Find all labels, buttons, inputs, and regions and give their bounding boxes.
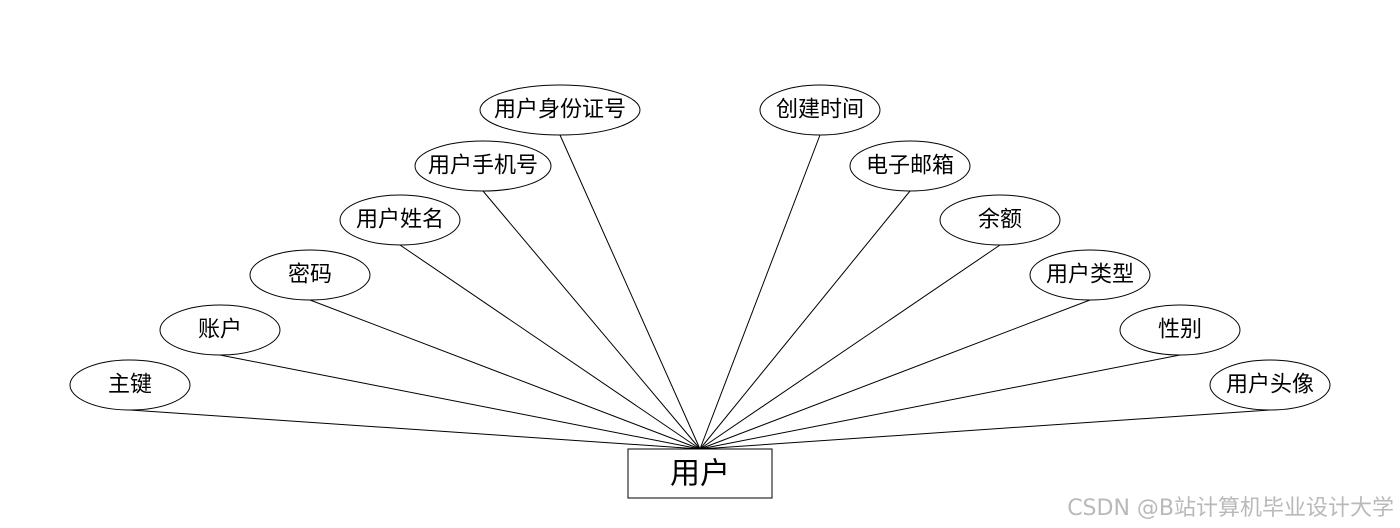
connector-gender bbox=[699, 354, 1181, 450]
connector-password bbox=[309, 299, 701, 450]
connector-user-id-card bbox=[559, 134, 701, 450]
attribute-balance[interactable]: 余额 bbox=[939, 194, 1061, 246]
connector-primary-key bbox=[129, 409, 701, 450]
connector-account bbox=[219, 354, 701, 450]
attribute-create-time[interactable]: 创建时间 bbox=[759, 84, 881, 136]
attribute-ellipse-user-phone[interactable] bbox=[414, 140, 552, 192]
attribute-label-balance: 余额 bbox=[978, 208, 1022, 233]
attribute-user-avatar[interactable]: 用户头像 bbox=[1209, 359, 1331, 411]
entity-label: 用户 bbox=[670, 457, 730, 492]
attribute-user-name[interactable]: 用户姓名 bbox=[339, 194, 461, 246]
attribute-ellipse-balance[interactable] bbox=[939, 194, 1061, 246]
attribute-ellipse-primary-key[interactable] bbox=[69, 359, 191, 411]
watermark: CSDN @B站计算机毕业设计大学 bbox=[1067, 496, 1394, 521]
attribute-label-email: 电子邮箱 bbox=[866, 154, 954, 179]
attribute-email[interactable]: 电子邮箱 bbox=[849, 140, 971, 192]
entity-user[interactable]: 用户 bbox=[627, 448, 773, 499]
attribute-ellipse-password[interactable] bbox=[249, 249, 371, 301]
attribute-account[interactable]: 账户 bbox=[159, 304, 281, 356]
attribute-label-user-id-card: 用户身份证号 bbox=[494, 98, 626, 123]
attribute-user-phone[interactable]: 用户手机号 bbox=[414, 140, 552, 192]
connector-user-name bbox=[399, 244, 701, 450]
attribute-ellipse-user-id-card[interactable] bbox=[479, 84, 641, 136]
attribute-group: 主键 账户 密码 用户姓名 用户手机号 用户身份证号 创建时间电子邮箱余额用户类型性别用户头… bbox=[69, 84, 1331, 411]
connector-user-avatar bbox=[699, 409, 1271, 450]
attribute-label-user-type: 用户类型 bbox=[1046, 263, 1134, 288]
connector-lines bbox=[129, 134, 1271, 450]
attribute-label-user-avatar: 用户头像 bbox=[1226, 373, 1314, 398]
entity-box[interactable] bbox=[627, 448, 773, 499]
attribute-password[interactable]: 密码 bbox=[249, 249, 371, 301]
attribute-ellipse-user-type[interactable] bbox=[1029, 249, 1151, 301]
connector-create-time bbox=[699, 134, 821, 450]
attribute-primary-key[interactable]: 主键 bbox=[69, 359, 191, 411]
attribute-gender[interactable]: 性别 bbox=[1119, 304, 1241, 356]
attribute-user-id-card[interactable]: 用户身份证号 bbox=[479, 84, 641, 136]
attribute-label-user-phone: 用户手机号 bbox=[428, 154, 538, 179]
attribute-label-gender: 性别 bbox=[1158, 318, 1202, 343]
attribute-label-primary-key: 主键 bbox=[108, 373, 152, 398]
attribute-ellipse-gender[interactable] bbox=[1119, 304, 1241, 356]
connector-balance bbox=[699, 244, 1001, 450]
connector-user-type bbox=[699, 299, 1091, 450]
attribute-ellipse-user-avatar[interactable] bbox=[1209, 359, 1331, 411]
attribute-user-type[interactable]: 用户类型 bbox=[1029, 249, 1151, 301]
attribute-label-create-time: 创建时间 bbox=[776, 98, 864, 123]
connector-user-phone bbox=[482, 190, 701, 450]
attribute-ellipse-user-name[interactable] bbox=[339, 194, 461, 246]
attribute-label-password: 密码 bbox=[288, 263, 332, 288]
attribute-ellipse-account[interactable] bbox=[159, 304, 281, 356]
attribute-ellipse-create-time[interactable] bbox=[759, 84, 881, 136]
connector-email bbox=[699, 190, 911, 450]
attribute-label-account: 账户 bbox=[198, 318, 242, 343]
attribute-ellipse-email[interactable] bbox=[849, 140, 971, 192]
attribute-label-user-name: 用户姓名 bbox=[356, 208, 444, 233]
